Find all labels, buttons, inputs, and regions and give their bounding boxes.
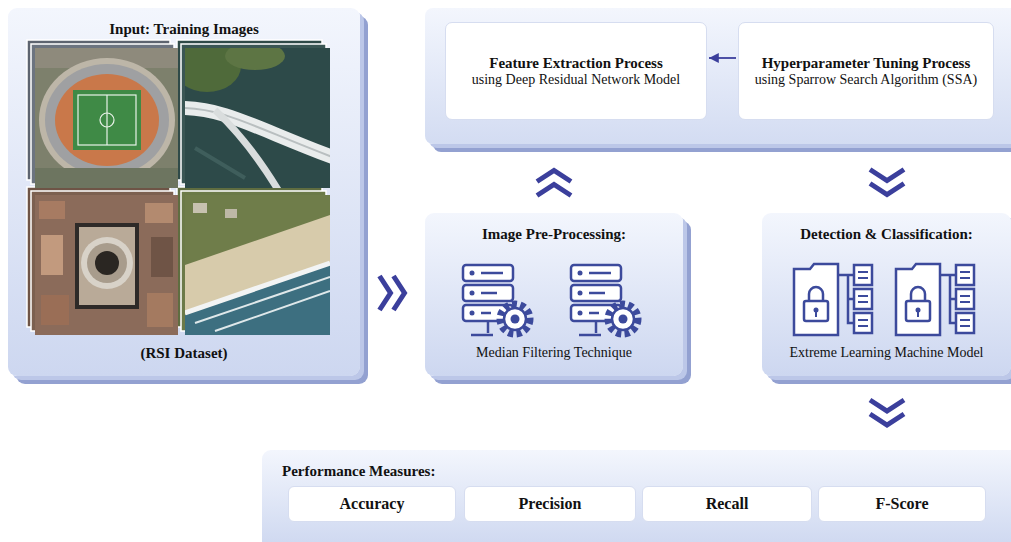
metric-box: Accuracy — [288, 486, 456, 522]
process-box: Feature Extraction Processusing Deep Res… — [445, 22, 707, 120]
step-panel: Detection & Classification: Extreme Learn… — [762, 213, 1011, 376]
metric-label: Accuracy — [340, 494, 405, 513]
building-photo — [35, 195, 178, 335]
double-chevron-arrow — [380, 276, 405, 310]
panel-title: Input: Training Images — [109, 20, 258, 38]
step-method: Extreme Learning Machine Model — [790, 345, 984, 362]
stadium-photo — [35, 48, 178, 188]
step-method: Median Filtering Technique — [476, 345, 632, 362]
panel-title: Performance Measures: — [282, 462, 1002, 480]
metric-box: Recall — [642, 486, 812, 522]
double-chevron-arrow — [537, 171, 571, 196]
beach-photo — [185, 195, 330, 335]
metric-label: Precision — [519, 494, 582, 513]
step-title: Detection & Classification: — [800, 225, 972, 243]
rsi-image-grid — [8, 8, 360, 376]
double-chevron-arrow — [870, 170, 904, 195]
process-title: Feature Extraction Process — [489, 54, 663, 72]
metric-box: F-Score — [818, 486, 986, 522]
process-method: using Sparrow Search Algorithm (SSA) — [755, 72, 977, 89]
process-method: using Deep Residual Network Model — [472, 72, 680, 89]
server-gear-icons — [449, 261, 659, 341]
lock-folder-icons — [782, 259, 992, 341]
step-panel: Image Pre-Processing: Median Filtering Te… — [425, 213, 683, 376]
step-title: Image Pre-Processing: — [482, 225, 626, 243]
process-box: Hyperparameter Tuning Processusing Sparr… — [738, 22, 994, 120]
bridge-photo — [173, 40, 335, 193]
input-panel: Input: Training Images (RSI Dataset) — [8, 8, 360, 376]
dataset-label: (RSI Dataset) — [140, 344, 227, 362]
double-chevron-arrow — [870, 400, 904, 425]
metrics-panel: Performance Measures: Accuracy Precision Re… — [262, 450, 1011, 542]
metric-box: Precision — [464, 486, 636, 522]
metric-label: Recall — [706, 494, 749, 513]
metric-label: F-Score — [875, 494, 928, 513]
process-title: Hyperparameter Tuning Process — [762, 54, 971, 72]
arrow-connector — [709, 53, 736, 63]
